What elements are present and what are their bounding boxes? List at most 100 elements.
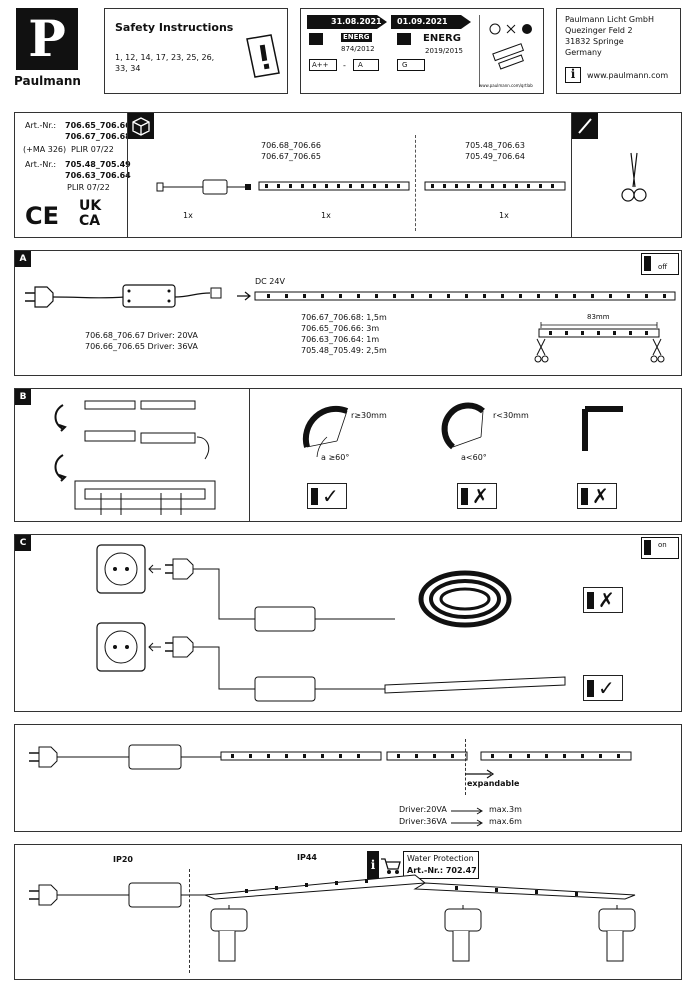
energy-divider	[479, 15, 480, 87]
contents-mid-2: 706.67_706.65	[261, 152, 321, 161]
bend-large-radius-drawing	[302, 405, 349, 458]
contents-mid-1: 706.68_706.66	[261, 141, 321, 150]
cross-icon: ✗	[472, 484, 489, 508]
max-6-label: max.6m	[489, 817, 522, 826]
art-plir-1: PLIR 07/22	[71, 145, 114, 154]
energy-label-box: 31.08.2021 01.09.2021 ENERG 874/2012 ENE…	[300, 8, 544, 94]
company-line2: Quezinger Feld 2	[565, 26, 633, 35]
brand-box: P Paulmann	[14, 8, 93, 94]
warning-exclamation-icon	[311, 488, 318, 505]
ip44-label: IP44	[297, 853, 317, 862]
plug-driver-drawing-a	[25, 284, 222, 308]
bend-a-ok: a ≥60°	[321, 453, 350, 462]
scissors-icon	[621, 152, 647, 202]
qty-strip: 1x	[321, 211, 331, 220]
driver-line-1: 706.68_706.67 Driver: 20VA	[85, 331, 198, 340]
section-e: IP20 IP44 i Water Protection Art.-Nr.: 7…	[14, 844, 682, 980]
company-box: Paulmann Licht GmbH Quezinger Feld 2 318…	[556, 8, 681, 94]
section-a-label: A	[15, 251, 31, 267]
cut-distance: 83mm	[587, 313, 610, 321]
class-dash: -	[343, 61, 346, 70]
section-b-divider	[249, 389, 250, 521]
socket-coiled-drawing	[96, 544, 512, 632]
art-label-1: Art.-Nr.:	[25, 121, 57, 130]
length-line-1: 706.67_706.68: 1,5m	[301, 313, 387, 322]
divider-2	[571, 113, 572, 237]
length-line-4: 705.48_705.49: 2,5m	[301, 346, 387, 355]
expand-dashed-line	[465, 739, 466, 795]
cross-icon: ✗	[598, 588, 615, 612]
warning-exclamation-icon	[461, 488, 468, 505]
company-web: www.paulmann.com	[587, 71, 669, 80]
water-protection-frame	[403, 851, 479, 879]
articles-box: Art.-Nr.: 706.65_706.66 706.67_706.68 (+…	[14, 112, 682, 238]
class-from-badge: A++	[309, 59, 337, 71]
water-protection-text: Water Protection	[407, 854, 474, 863]
forbidden-badge-coiled: ✗	[583, 587, 623, 613]
company-line4: Germany	[565, 48, 602, 57]
power-on-warning: on	[641, 537, 679, 559]
art-label-2: Art.-Nr.:	[25, 160, 57, 169]
dc-voltage: DC 24V	[255, 277, 285, 286]
ip-boundary-line	[189, 869, 190, 973]
on-text: on	[658, 541, 667, 549]
qty-strip-2: 1x	[499, 211, 509, 220]
art-nums-2a: 705.48_705.49	[65, 160, 131, 169]
date-arrow-right	[391, 15, 471, 29]
driver-36-label: Driver:36VA	[399, 817, 447, 826]
power-off-warning: off	[641, 253, 679, 275]
bend-a-bad: a<60°	[461, 453, 487, 462]
paulmann-logo: P	[16, 8, 78, 70]
forbidden-badge-2: ✗	[577, 483, 617, 509]
brand-name: Paulmann	[14, 74, 81, 88]
led-strip-d-drawing	[220, 751, 632, 761]
bend-r-ok: r≥30mm	[351, 411, 387, 420]
heat-gun-icon-2	[444, 905, 482, 962]
energy-url: www.paulmann.com/qrtlab	[479, 83, 533, 88]
socket-straight-drawing	[96, 622, 566, 702]
driver-with-plug-drawing	[156, 179, 251, 195]
warning-exclamation-icon	[644, 256, 651, 271]
safety-pages-2: 33, 34	[115, 64, 141, 73]
art-plir-2: PLIR 07/22	[67, 183, 110, 192]
qty-driver: 1x	[183, 211, 193, 220]
art-ma: (+MA 326)	[23, 145, 67, 154]
check-icon: ✓	[598, 676, 615, 700]
ce-mark: CE	[25, 202, 60, 230]
allowed-badge-1: ✓	[307, 483, 347, 509]
reg-left: 874/2012	[341, 45, 375, 53]
plug-driver-drawing-d	[29, 744, 229, 770]
lamp-symbols-icon	[489, 23, 532, 70]
art-nums-2b: 706.63_706.64	[65, 171, 131, 180]
cut-segment-drawing	[534, 322, 665, 363]
dashed-divider	[415, 135, 416, 231]
date-right: 01.09.2021	[397, 17, 448, 26]
safety-title: Safety Instructions	[115, 21, 234, 34]
section-a: A off DC 24V 706.68_706.67 Driver: 20VA …	[14, 250, 682, 376]
divider-1	[127, 113, 128, 237]
bend-r-bad: r<30mm	[493, 411, 529, 420]
arrow-36-icon	[451, 819, 483, 827]
section-c: C on ✗ ✓	[14, 534, 682, 712]
forbidden-badge-1: ✗	[457, 483, 497, 509]
expandable-label: expandable	[467, 779, 520, 788]
water-protection-badge: i Water Protection Art.-Nr.: 702.47	[367, 849, 479, 881]
art-nums-1a: 706.65_706.66	[65, 121, 131, 130]
document-warning-icon	[246, 34, 280, 78]
water-protection-art: Art.-Nr.: 702.47	[407, 866, 477, 875]
protected-strip-drawing	[204, 874, 636, 900]
eu-flag-left	[309, 33, 323, 45]
warning-exclamation-icon	[587, 680, 594, 697]
ip20-label: IP20	[113, 855, 133, 864]
company-line1: Paulmann Licht GmbH	[565, 15, 654, 24]
box-icon	[128, 113, 154, 139]
max-3-label: max.3m	[489, 805, 522, 814]
safety-pages-1: 1, 12, 14, 17, 23, 25, 26,	[115, 53, 215, 62]
contents-right-2: 705.49_706.64	[465, 152, 525, 161]
energ-right: ENERG	[423, 33, 461, 44]
strip-handling-drawing	[54, 400, 216, 515]
length-line-3: 706.63_706.64: 1m	[301, 335, 380, 344]
info-icon: i	[367, 851, 379, 879]
section-d: expandable Driver:20VA max.3m Driver:36V…	[14, 724, 682, 832]
tool-icon	[572, 113, 598, 139]
